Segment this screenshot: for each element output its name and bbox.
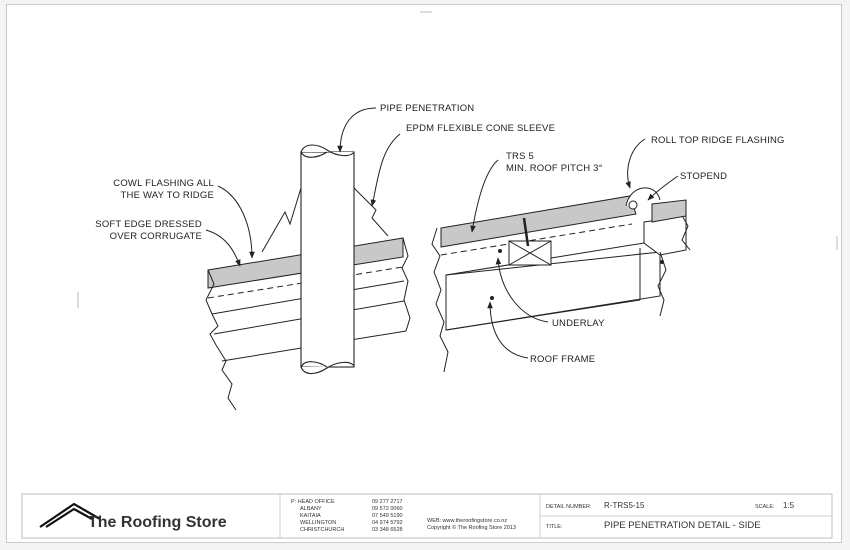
epdm-cone-sleeve (261, 187, 389, 253)
phone-albany: 09 572 0060 (372, 506, 403, 512)
office-christchurch: CHRISTCHURCH (300, 527, 344, 533)
label-underlay: UNDERLAY (552, 318, 605, 329)
phone-christchurch: 03 348 6528 (372, 527, 403, 533)
leader-lines (205, 107, 679, 359)
label-stopend: STOPEND (680, 171, 727, 182)
title-block: The Roofing Store P: HEAD OFFICE ALBANY … (21, 493, 833, 539)
company-name: The Roofing Store (88, 514, 227, 531)
label-soft-edge: SOFT EDGE DRESSED (95, 219, 202, 230)
right-roof-section (431, 187, 691, 373)
detail-number: R-TRS5-15 (604, 501, 645, 510)
label-trs5: TRS 5 (506, 151, 534, 162)
pipe (300, 144, 355, 375)
label-roll-top-ridge: ROLL TOP RIDGE FLASHING (651, 135, 785, 146)
office-kaitaia: KAITAIA (300, 513, 321, 519)
label-way-to-ridge: THE WAY TO RIDGE (121, 190, 214, 201)
offices-label: P: HEAD OFFICE (291, 499, 335, 505)
copyright: Copyright © The Roofing Store 2013 (427, 524, 516, 531)
website: WEB: www.theroofingstore.co.nz (427, 518, 507, 524)
label-over-corrugate: OVER CORRUGATE (110, 231, 202, 242)
label-roof-frame: ROOF FRAME (530, 354, 595, 365)
title-label: TITLE: (546, 524, 563, 530)
drawing-sheet (6, 4, 842, 543)
office-wellington: WELLINGTON (300, 520, 336, 526)
label-min-pitch: MIN. ROOF PITCH 3° (506, 163, 603, 174)
drawing-title: PIPE PENETRATION DETAIL - SIDE (604, 520, 761, 531)
label-cowl-flashing: COWL FLASHING ALL (113, 178, 214, 189)
company-logo-icon (39, 502, 101, 528)
label-epdm-sleeve: EPDM FLEXIBLE CONE SLEEVE (406, 123, 555, 134)
scale-label: SCALE: (755, 504, 775, 510)
phone-head-office: 09 277 2717 (372, 499, 403, 505)
phone-kaitaia: 07 549 5190 (372, 513, 403, 519)
office-albany: ALBANY (300, 506, 322, 512)
scale-value: 1:5 (783, 501, 795, 510)
label-pipe-penetration: PIPE PENETRATION (380, 103, 474, 114)
phone-wellington: 04 974 5792 (372, 520, 403, 526)
detail-number-label: DETAIL NUMBER: (546, 504, 592, 510)
